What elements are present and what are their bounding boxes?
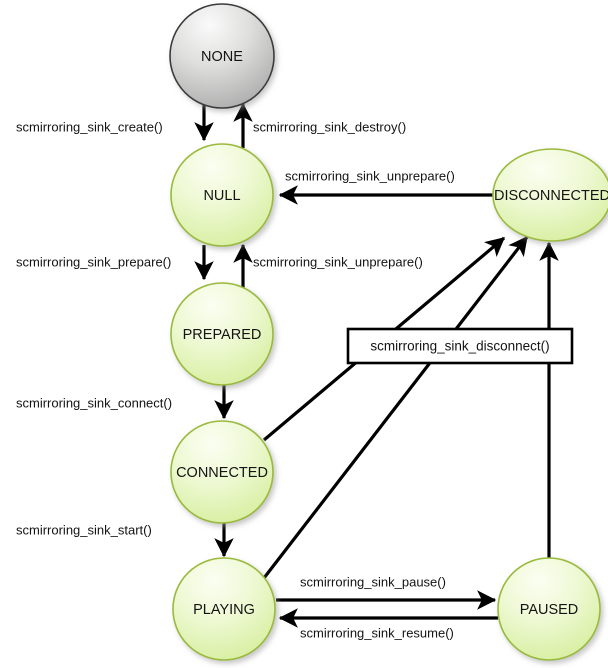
state-node-null[interactable]: NULL [170,143,274,247]
edges-layer [194,102,559,628]
edge-label-unprepare-prepared: scmirroring_sink_unprepare() [253,254,423,269]
nodes-layer: NONE NULL DISCONNECTED PREPARED CONNECTE… [169,3,608,661]
state-node-none[interactable]: NONE [169,3,275,109]
edge-label-prepare: scmirroring_sink_prepare() [16,254,171,269]
edge-label-start: scmirroring_sink_start() [16,522,152,537]
edge-label-unprepare-disconnected: scmirroring_sink_unprepare() [285,168,455,183]
disconnect-box-rect [346,327,574,365]
state-shape-null[interactable] [170,143,274,247]
state-shape-none[interactable] [169,3,275,109]
state-node-connected[interactable]: CONNECTED [170,420,274,524]
state-label-playing: PLAYING [193,602,255,618]
edge-labels-layer: scmirroring_sink_create() scmirroring_si… [16,119,455,640]
state-label-none: NONE [201,49,243,65]
state-label-prepared: PREPARED [183,327,262,343]
state-shape-playing[interactable] [172,557,276,661]
edge-label-create: scmirroring_sink_create() [16,119,163,134]
state-node-prepared[interactable]: PREPARED [170,282,274,386]
edge-label-resume: scmirroring_sink_resume() [300,625,454,640]
state-label-connected: CONNECTED [176,465,268,481]
state-shape-paused[interactable] [497,557,601,661]
state-node-disconnected[interactable]: DISCONNECTED [492,148,608,242]
edge-disconnect-from-playing [262,235,529,579]
state-node-playing[interactable]: PLAYING [172,557,276,661]
edge-label-connect: scmirroring_sink_connect() [16,395,172,410]
state-label-null: NULL [203,188,240,204]
state-shape-disconnected[interactable] [492,148,608,242]
state-node-paused[interactable]: PAUSED [497,557,601,661]
state-shape-connected[interactable] [170,420,274,524]
state-label-disconnected: DISCONNECTED [494,188,608,204]
state-shape-prepared[interactable] [170,282,274,386]
edge-label-destroy: scmirroring_sink_destroy() [253,119,406,134]
disconnect-label-box: scmirroring_sink_disconnect() [346,327,574,365]
edge-label-pause: scmirroring_sink_pause() [300,574,446,589]
state-label-paused: PAUSED [520,602,579,618]
disconnect-box-label: scmirroring_sink_disconnect() [370,339,549,354]
